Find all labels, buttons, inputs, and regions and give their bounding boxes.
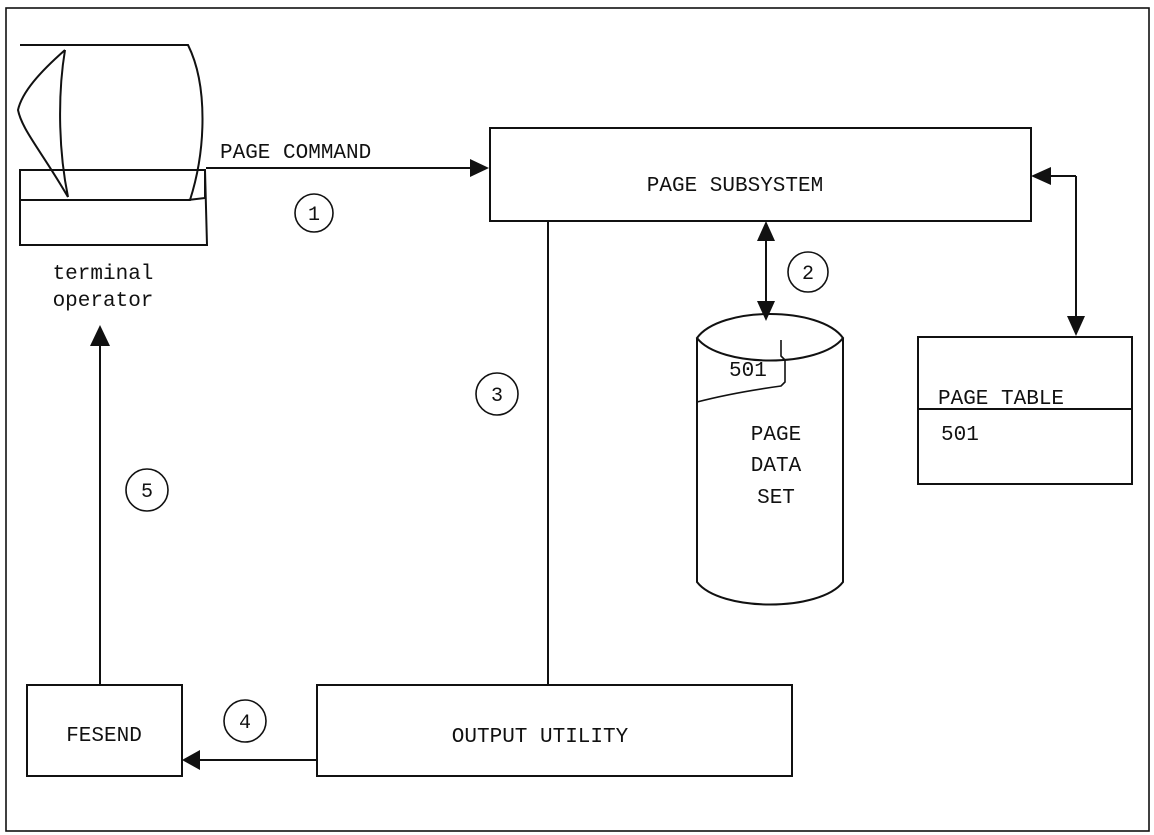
step-1-number: 1 (308, 204, 320, 227)
step-5-number: 5 (141, 481, 153, 504)
step-4-number: 4 (239, 712, 251, 735)
subsystem-table-arrowhead-down (1067, 316, 1085, 336)
subsystem-dataset-arrowhead-up (757, 221, 775, 241)
subsystem-table-arrowhead-left (1031, 167, 1051, 185)
output-fesend-arrowhead (182, 750, 200, 770)
page-table-entry: 501 (941, 424, 979, 447)
page-subsystem-label: PAGE SUBSYSTEM (647, 175, 823, 198)
output-utility-label: OUTPUT UTILITY (452, 726, 629, 749)
terminal-icon (18, 45, 207, 245)
page-data-set-record: 501 (729, 360, 767, 383)
page-data-set-label-line2: DATA (751, 455, 802, 478)
subsystem-dataset-arrowhead-down (757, 301, 775, 321)
step-2-number: 2 (802, 263, 814, 286)
page-data-set-label-line1: PAGE (751, 424, 801, 447)
page-command-arrowhead (470, 159, 489, 177)
fesend-terminal-arrowhead (90, 325, 110, 346)
terminal-label-line1: terminal (53, 263, 154, 286)
fesend-label: FESEND (66, 725, 142, 748)
page-command-label: PAGE COMMAND (220, 142, 371, 165)
page-data-set-label-line3: SET (757, 487, 795, 510)
terminal-label-line2: operator (53, 290, 154, 313)
page-table-title: PAGE TABLE (938, 388, 1064, 411)
step-3-number: 3 (491, 385, 503, 408)
